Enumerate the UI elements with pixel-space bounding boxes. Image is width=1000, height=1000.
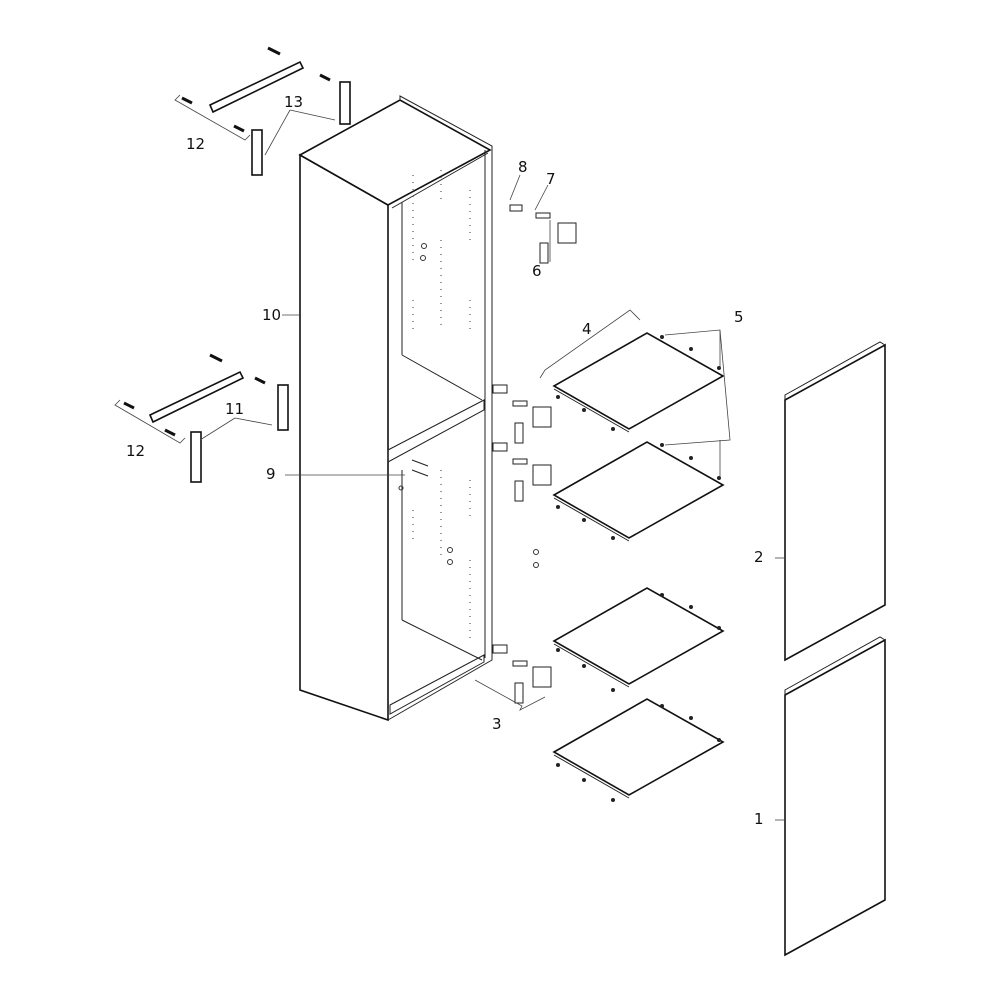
callout-1: 1	[754, 810, 764, 828]
shelf-2	[552, 441, 725, 542]
shelves	[533, 332, 725, 802]
callout-4: 4	[582, 320, 592, 338]
leader-lines	[114, 94, 785, 821]
callout-13: 13	[284, 93, 304, 111]
callout-2: 2	[754, 548, 764, 566]
callout-10: 10	[262, 306, 282, 324]
mounting-hardware	[123, 46, 351, 483]
callout-11: 11	[225, 400, 245, 418]
shelf-4	[552, 698, 725, 799]
callout-6: 6	[532, 262, 542, 280]
hinges	[492, 204, 577, 704]
callout-12-upper: 12	[186, 135, 206, 153]
cabinet-body	[298, 95, 493, 722]
door-lower	[784, 636, 886, 957]
dowel-pins	[411, 459, 429, 477]
callout-3: 3	[492, 715, 502, 733]
callout-7: 7	[546, 170, 556, 188]
shelf-1	[552, 332, 725, 433]
callout-5: 5	[734, 308, 744, 326]
door-upper	[784, 341, 886, 662]
callout-9: 9	[266, 465, 276, 483]
shelf-3	[552, 587, 725, 688]
callout-12-lower: 12	[126, 442, 146, 460]
callout-8: 8	[518, 158, 528, 176]
